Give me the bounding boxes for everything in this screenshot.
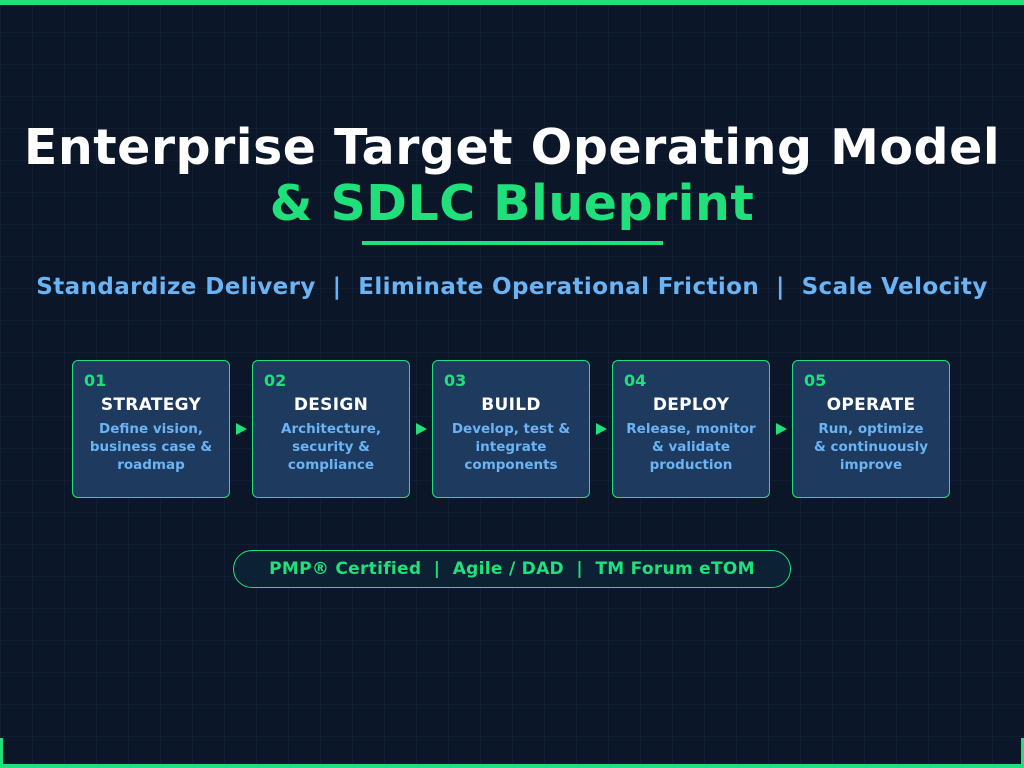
phase-name: BUILD [481,395,541,415]
phase-number: 01 [84,371,107,390]
phase-card-deploy: 04 DEPLOY Release, monitor & validate pr… [612,360,770,498]
arrow-right-icon [416,423,427,435]
arrow-right-icon [236,423,247,435]
phase-description-line: integrate [475,439,547,455]
phase-description-line: production [649,457,733,473]
phase-description-line: & validate [651,439,731,455]
phase-name: STRATEGY [100,395,202,415]
phase-number: 03 [444,371,467,390]
phase-description: Define vision, business case & roadmap [77,420,225,474]
phase-name: OPERATE [826,395,916,415]
title-underline [362,241,663,245]
phase-number: 02 [264,371,287,390]
phase-description-line: Define vision, [99,421,203,437]
phase-number: 05 [804,371,827,390]
phase-description: Develop, test & integrate components [437,420,585,474]
bottom-right-corner-accent [1021,738,1024,768]
phase-description-line: Release, monitor [626,421,756,437]
phase-description-line: security & [292,439,370,455]
bottom-border [0,764,1024,768]
phase-description-line: Develop, test & [451,421,571,437]
phase-description-line: business case & [89,439,213,455]
top-border [0,0,1024,5]
phase-description-line: & continuously [813,439,928,455]
page-title: Enterprise Target Operating Model [23,119,1001,176]
phase-description-line: components [464,457,558,473]
phase-description: Release, monitor & validate production [617,420,765,474]
tagline: Standardize Delivery | Eliminate Operati… [36,274,988,300]
credentials-badge: PMP® Certified | Agile / DAD | TM Forum … [233,550,791,588]
phase-name: DEPLOY [652,395,730,415]
phase-description-line: compliance [287,457,375,473]
phase-description-line: Architecture, [281,421,381,437]
arrow-right-icon [776,423,787,435]
phase-description-line: roadmap [117,457,185,473]
phase-card-operate: 05 OPERATE Run, optimize & continuously … [792,360,950,498]
phase-card-strategy: 01 STRATEGY Define vision, business case… [72,360,230,498]
phase-card-build: 03 BUILD Develop, test & integrate compo… [432,360,590,498]
phase-number: 04 [624,371,647,390]
phase-description-line: Run, optimize [818,421,924,437]
phase-name: DESIGN [293,395,369,415]
phase-card-design: 02 DESIGN Architecture, security & compl… [252,360,410,498]
phase-description: Architecture, security & compliance [257,420,405,474]
phase-description: Run, optimize & continuously improve [797,420,945,474]
phase-description-line: improve [839,457,903,473]
page-subtitle: & SDLC Blueprint [269,175,755,232]
arrow-right-icon [596,423,607,435]
bottom-left-corner-accent [0,738,3,768]
